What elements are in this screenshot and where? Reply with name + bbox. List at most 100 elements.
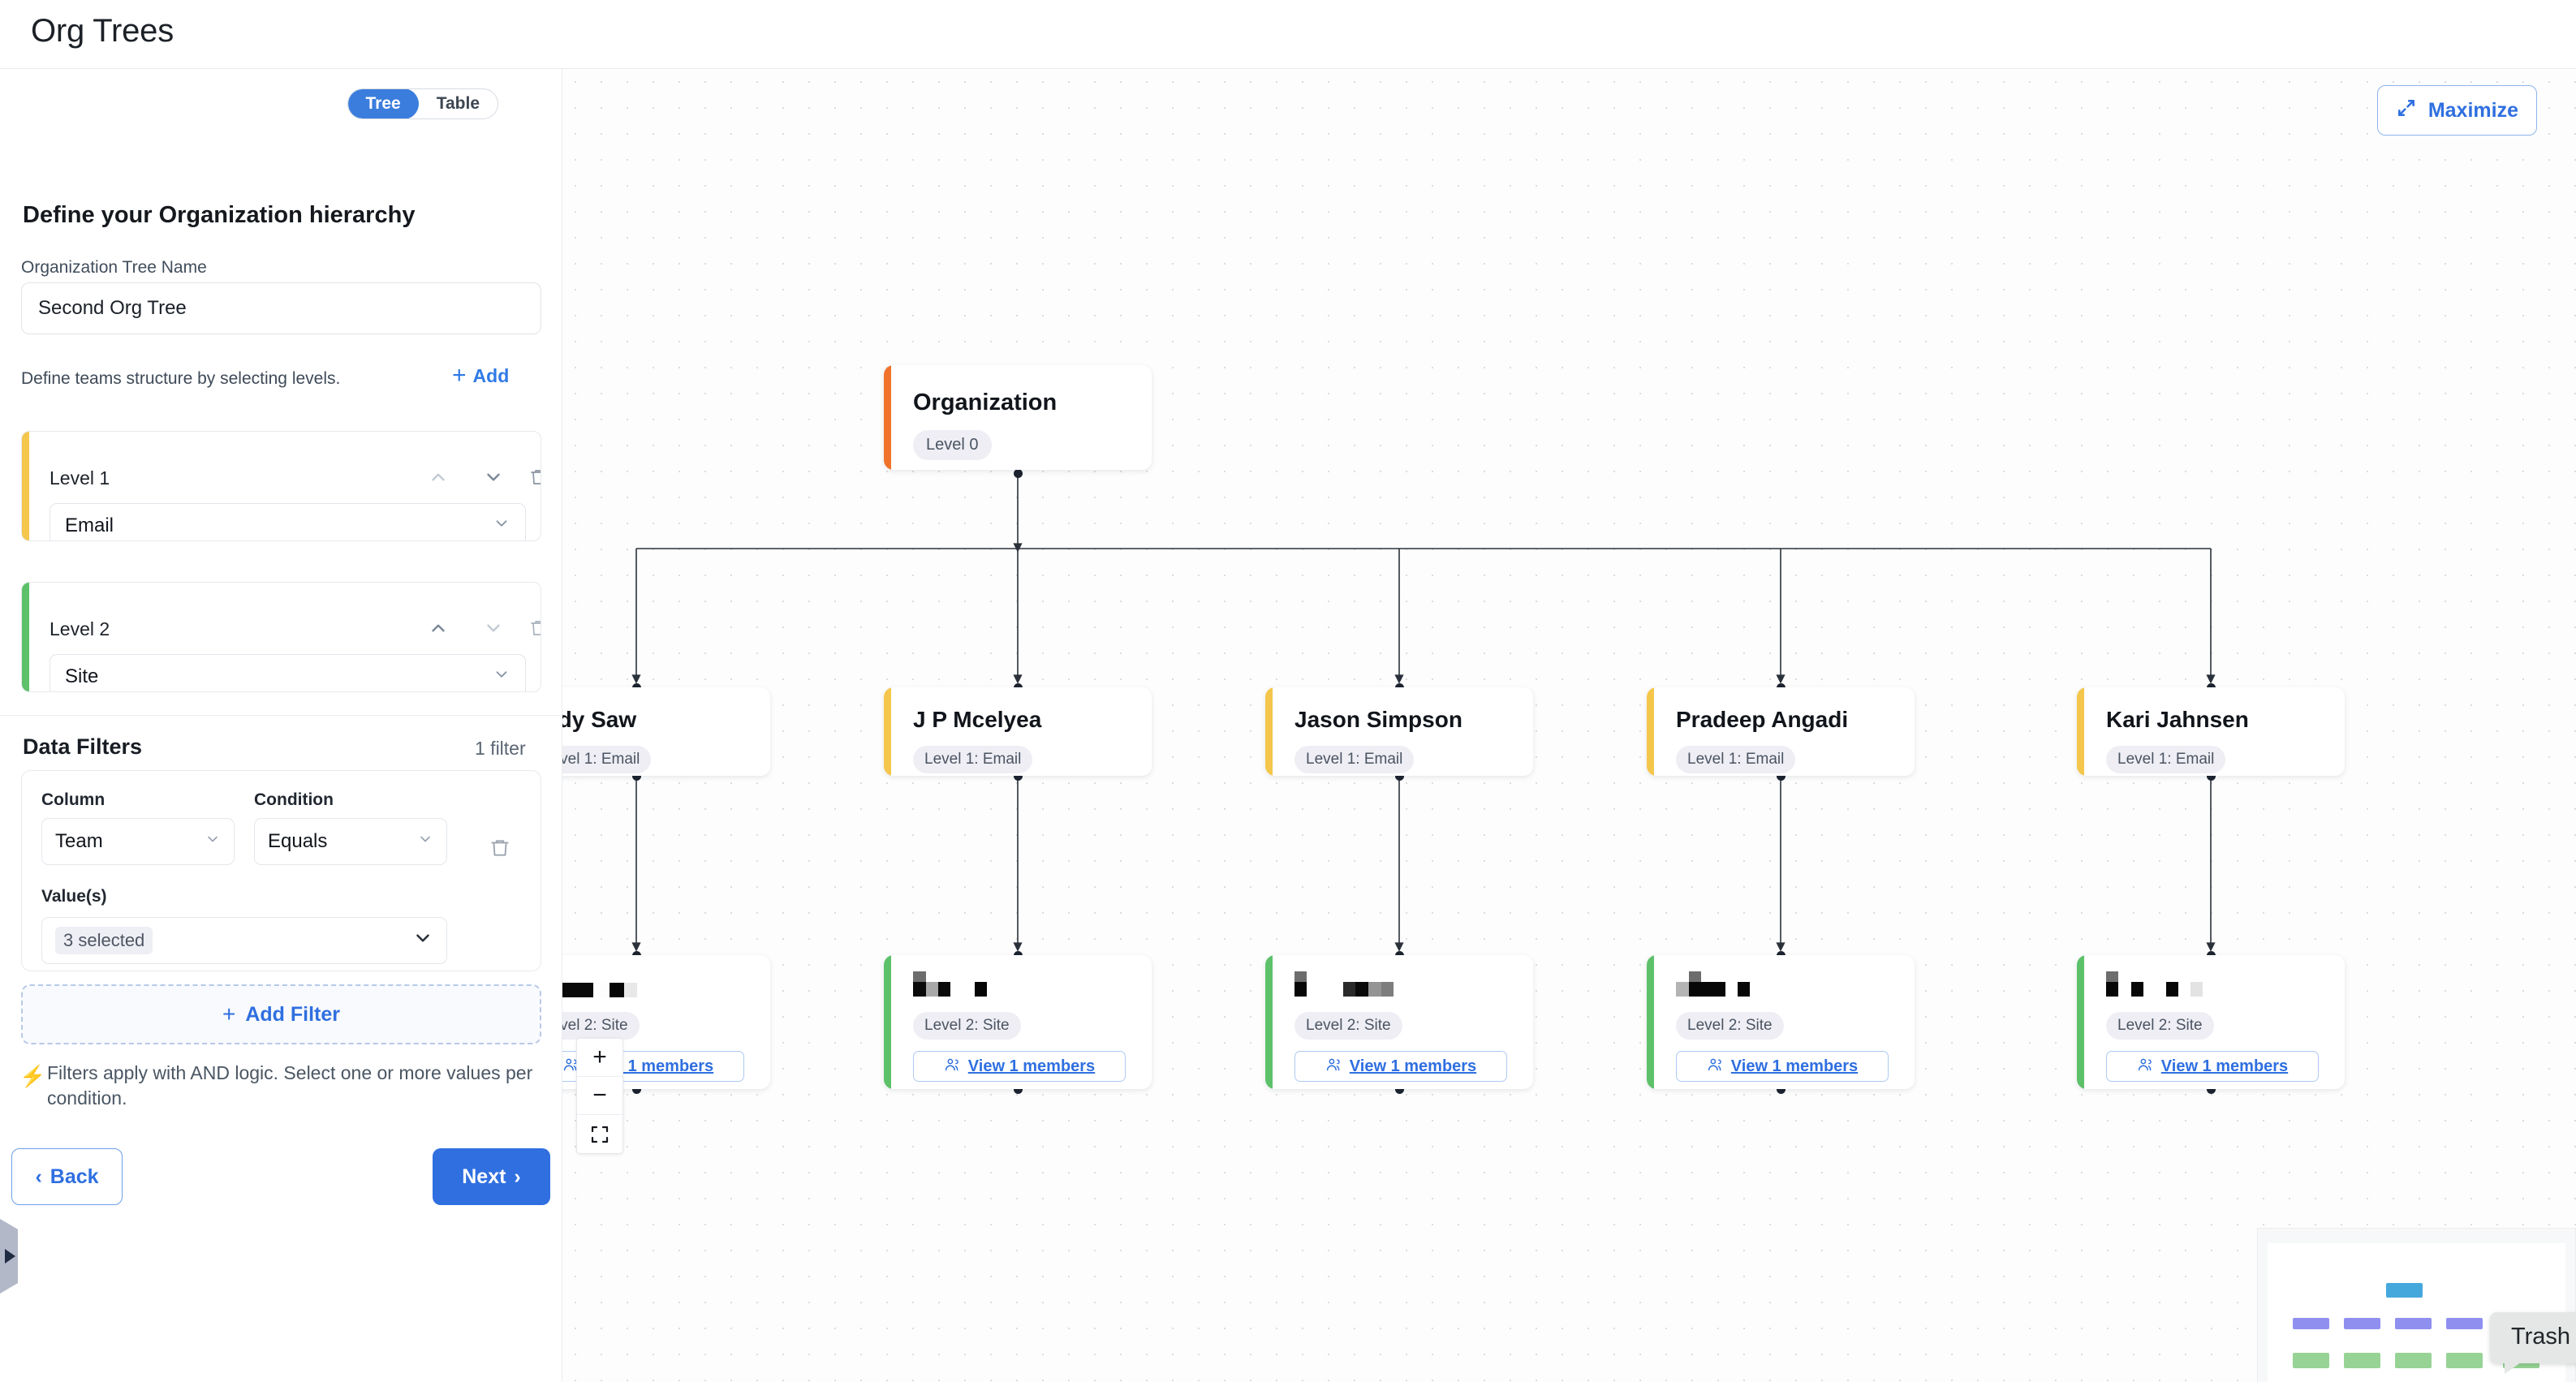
org-node-level1[interactable]: J P Mcelyea Level 1: Email: [884, 687, 1152, 776]
filter-count: 1 filter: [475, 738, 526, 759]
members-icon: [2137, 1056, 2154, 1077]
move-level-down-button[interactable]: [477, 461, 510, 493]
add-filter-button[interactable]: + Add Filter: [21, 984, 541, 1044]
node-level-badge: Level 1: Email: [2106, 746, 2226, 773]
node-port: [1777, 1085, 1786, 1094]
node-title: Judy Saw: [562, 707, 637, 732]
org-node-level2[interactable]: Level 2: Site View 1 members: [884, 955, 1152, 1089]
node-stripe: [884, 687, 891, 776]
add-level-button[interactable]: + Add: [452, 364, 509, 388]
view-members-button[interactable]: View 1 members: [913, 1051, 1126, 1082]
back-button[interactable]: ‹ Back: [11, 1148, 123, 1205]
view-members-button[interactable]: View 1 members: [2106, 1051, 2319, 1082]
org-name-label: Organization Tree Name: [21, 258, 207, 277]
node-level-badge: Level 1: Email: [1294, 746, 1415, 773]
fit-view-button[interactable]: [577, 1115, 622, 1153]
level-field-select[interactable]: Email: [50, 503, 526, 540]
org-node-level1[interactable]: Pradeep Angadi Level 1: Email: [1647, 687, 1915, 776]
node-port: [632, 772, 641, 781]
node-port: [1395, 1085, 1404, 1094]
node-port: [1014, 772, 1023, 781]
filter-condition-select[interactable]: Equals: [254, 818, 447, 865]
move-level-up-button[interactable]: [422, 612, 454, 644]
minimap-node-level1: [2344, 1318, 2380, 1329]
level-field-select[interactable]: Site: [50, 654, 526, 691]
filter-values-select[interactable]: 3 selected: [41, 917, 447, 964]
chevron-left-icon: ‹: [35, 1165, 42, 1188]
column-label: Column: [41, 790, 106, 809]
zoom-out-button[interactable]: −: [577, 1077, 622, 1115]
org-chart-canvas[interactable]: Maximize: [562, 69, 2576, 1382]
node-stripe: [884, 955, 891, 1089]
maximize-button[interactable]: Maximize: [2376, 85, 2537, 136]
delete-level-button[interactable]: [523, 612, 541, 644]
minimap-node-level2: [2293, 1353, 2329, 1368]
condition-label: Condition: [254, 790, 334, 809]
level-field-value: Site: [65, 665, 99, 687]
members-label: View 1 members: [1730, 1057, 1859, 1075]
node-level-badge: Level 1: Email: [1676, 746, 1796, 773]
node-port: [632, 1085, 641, 1094]
filter-column-select[interactable]: Team: [41, 818, 235, 865]
org-node-level2[interactable]: Level 2: Site View 1 members: [1265, 955, 1533, 1089]
lightning-icon: ⚡: [19, 1064, 46, 1088]
org-node-level2[interactable]: Level 2: Site View 1 members: [1647, 955, 1915, 1089]
move-level-up-button[interactable]: [422, 461, 454, 493]
toggle-tree[interactable]: Tree: [347, 89, 419, 118]
back-label: Back: [50, 1165, 99, 1188]
top-bar: Org Trees: [0, 0, 2576, 69]
org-node-level2[interactable]: Level 2: Site View 1 members: [2077, 955, 2345, 1089]
delete-filter-button[interactable]: [484, 832, 516, 864]
node-port: [2207, 1085, 2216, 1094]
filter-row: Column Team Condition Equals Value(s) 3 …: [21, 770, 541, 971]
level-name: Level 1: [50, 467, 110, 489]
section-divider: [0, 715, 562, 716]
next-button[interactable]: Next ›: [433, 1148, 550, 1205]
org-node-level1[interactable]: Judy Saw Level 1: Email: [562, 687, 770, 776]
node-stripe: [1265, 687, 1273, 776]
move-level-down-button[interactable]: [477, 612, 510, 644]
org-node-level1[interactable]: Kari Jahnsen Level 1: Email: [2077, 687, 2345, 776]
filter-logic-note: Filters apply with AND logic. Select one…: [47, 1062, 533, 1109]
levels-hint: Define teams structure by selecting leve…: [21, 369, 341, 388]
members-label: View 1 members: [967, 1057, 1096, 1075]
org-name-input[interactable]: [21, 282, 541, 334]
members-icon: [1325, 1056, 1342, 1077]
node-level-badge: Level 2: Site: [2106, 1012, 2214, 1040]
node-stripe: [1647, 955, 1654, 1089]
level-card-2: Level 2 Site: [21, 582, 541, 692]
node-title: Kari Jahnsen: [2106, 707, 2249, 732]
delete-level-button[interactable]: [523, 461, 541, 493]
minimap[interactable]: Trash: [2257, 1228, 2576, 1382]
minimap-node-level1: [2446, 1318, 2483, 1329]
view-members-button[interactable]: View 1 members: [1676, 1051, 1889, 1082]
expand-panel-handle[interactable]: [0, 1219, 18, 1294]
left-panel: Tree Table Define your Organization hier…: [0, 69, 562, 1382]
next-label: Next: [462, 1165, 506, 1188]
maximize-label: Maximize: [2427, 98, 2518, 122]
chevron-down-icon: [493, 514, 510, 538]
chevron-down-icon: [417, 830, 433, 853]
chevron-right-icon: ›: [514, 1165, 521, 1188]
chevron-down-icon: [205, 830, 221, 853]
add-filter-label: Add Filter: [245, 1002, 341, 1026]
zoom-in-button[interactable]: +: [577, 1039, 622, 1077]
filter-condition-value: Equals: [268, 830, 328, 852]
panel-heading: Define your Organization hierarchy: [23, 202, 416, 228]
members-icon: [562, 1056, 579, 1077]
node-port: [1395, 772, 1404, 781]
node-title: Jason Simpson: [1294, 707, 1462, 732]
members-icon: [944, 1056, 961, 1077]
org-node-root[interactable]: Organization Level 0: [884, 365, 1152, 470]
minimap-node-level1: [2395, 1318, 2432, 1329]
page-title: Org Trees: [31, 13, 174, 49]
selected-values-chip: 3 selected: [55, 927, 153, 954]
members-icon: [1707, 1056, 1724, 1077]
minimap-node-level2: [2395, 1353, 2432, 1368]
node-title: Organization: [913, 390, 1058, 415]
toggle-table[interactable]: Table: [419, 89, 498, 118]
level-stripe: [22, 432, 29, 540]
org-node-level1[interactable]: Jason Simpson Level 1: Email: [1265, 687, 1533, 776]
node-stripe: [884, 365, 891, 470]
view-members-button[interactable]: View 1 members: [1294, 1051, 1507, 1082]
